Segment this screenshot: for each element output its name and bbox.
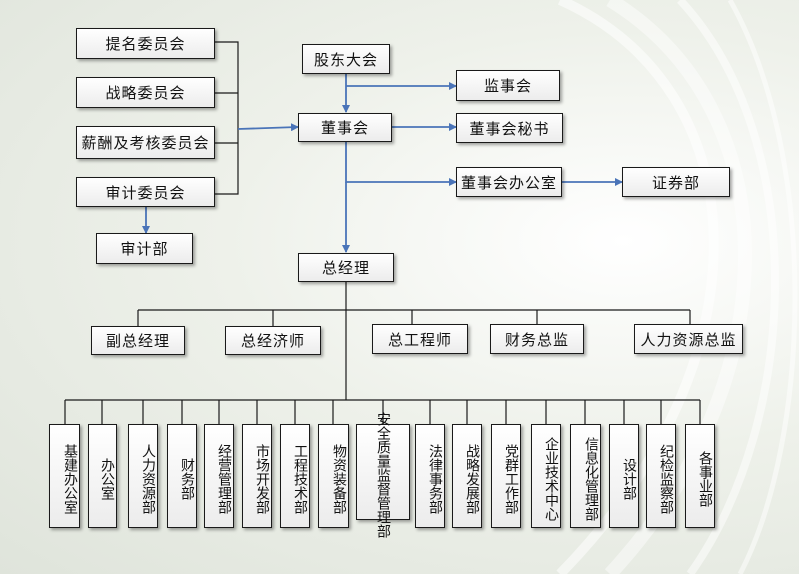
dept-finance: 财务部 [167, 424, 197, 528]
chief-economist-box: 总经济师 [225, 326, 321, 355]
dept-human-resources: 人力资源部 [128, 424, 158, 528]
strategy-committee-box: 战略委员会 [76, 77, 215, 108]
dept-strategic-development: 战略发展部 [452, 424, 482, 528]
remuneration-committee-box: 薪酬及考核委员会 [76, 126, 215, 159]
nomination-committee-box: 提名委员会 [76, 28, 215, 59]
board-secretary-box: 董事会秘书 [456, 113, 563, 143]
dept-design: 设计部 [609, 424, 639, 528]
dept-office: 办公室 [88, 424, 117, 528]
board-of-directors-box: 董事会 [298, 113, 392, 142]
dept-operations-management: 经营管理部 [204, 424, 234, 528]
dept-safety-quality: 安全质量监督管理部 [356, 412, 410, 538]
dept-business-units: 各事业部 [685, 424, 715, 528]
audit-dept-box: 审计部 [96, 233, 193, 264]
chro-box: 人力资源总监 [634, 324, 743, 354]
securities-dept-box: 证券部 [622, 167, 730, 197]
dept-information-management: 信息化管理部 [570, 424, 601, 528]
general-manager-box: 总经理 [298, 253, 394, 282]
dept-market-development: 市场开发部 [242, 424, 272, 528]
dept-legal-affairs: 法律事务部 [415, 424, 445, 528]
audit-committee-box: 审计委员会 [76, 177, 215, 207]
deputy-gm-box: 副总经理 [91, 326, 185, 355]
dept-discipline-inspection: 纪检监察部 [646, 424, 676, 528]
supervisory-board-box: 监事会 [456, 70, 560, 101]
dept-tech-center: 企业技术中心 [531, 424, 561, 528]
shareholders-meeting-box: 股东大会 [302, 44, 390, 74]
board-office-box: 董事会办公室 [456, 167, 562, 197]
dept-materials-equipment: 物资装备部 [318, 424, 349, 528]
dept-engineering-technology: 工程技术部 [280, 424, 310, 528]
dept-party-affairs: 党群工作部 [491, 424, 521, 528]
chief-engineer-box: 总工程师 [372, 324, 468, 354]
dept-infrastructure-office: 基建办公室 [49, 424, 80, 528]
cfo-box: 财务总监 [490, 324, 584, 354]
